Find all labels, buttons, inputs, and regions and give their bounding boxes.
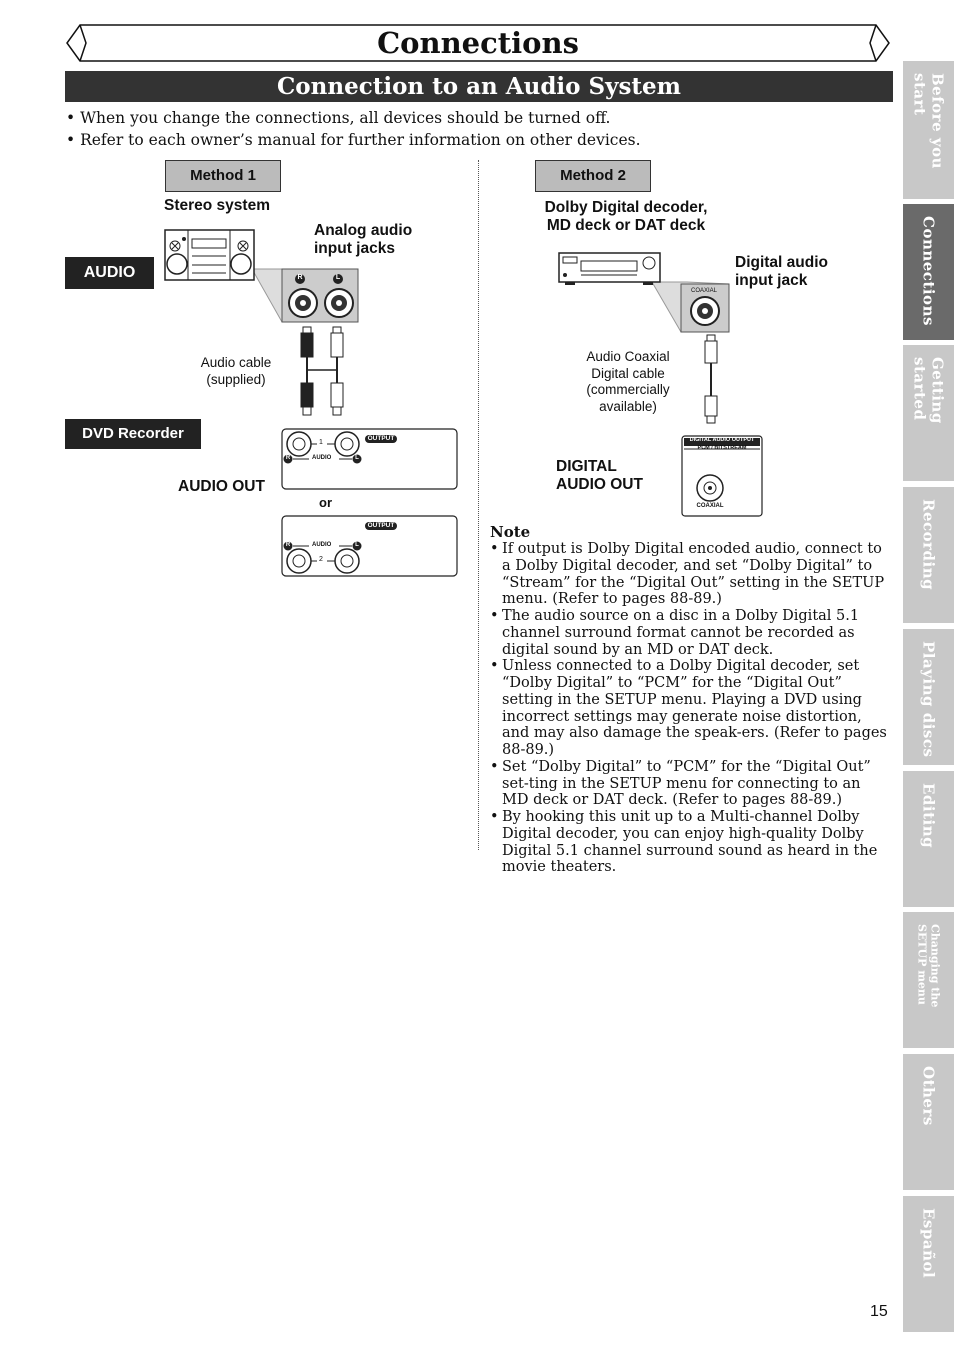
dvd-recorder-badge: DVD Recorder xyxy=(65,419,201,449)
audio-badge: AUDIO xyxy=(65,257,154,289)
panel1-audio-label: AUDIO xyxy=(312,455,332,461)
panel1-jack-r: R xyxy=(285,455,291,461)
coaxial-cable-icon xyxy=(704,334,718,424)
panel1-channel-number: 1 xyxy=(319,439,323,446)
column-divider xyxy=(478,160,479,850)
note-item: Unless connected to a Dolby Digital deco… xyxy=(490,658,890,759)
side-tab-before-you-start[interactable]: Before you start xyxy=(903,61,954,199)
intro-bullet: • When you change the connections, all d… xyxy=(66,109,611,127)
side-tab-editing[interactable]: Editing xyxy=(903,771,954,907)
or-label: or xyxy=(319,495,332,510)
side-tab-playing-discs[interactable]: Playing discs xyxy=(903,629,954,765)
digital-input-jack-label: Digital audio input jack xyxy=(735,254,828,289)
side-tab-connections[interactable]: Connections xyxy=(903,204,954,340)
side-tab-recording[interactable]: Recording xyxy=(903,487,954,623)
panel1-jack-l: L xyxy=(355,455,359,461)
panel2-jack-r: R xyxy=(285,542,291,548)
decoder-label: Dolby Digital decoder, MD deck or DAT de… xyxy=(544,199,708,234)
side-tab-changing-setup-menu[interactable]: Changing the SETUP menu xyxy=(903,912,954,1048)
note-item: Set “Dolby Digital” to “PCM” for the “Di… xyxy=(490,759,890,809)
audio-output-panel-2 xyxy=(281,515,458,577)
panel2-channel-number: 2 xyxy=(319,556,323,563)
note-item: By hooking this unit up to a Multi-chann… xyxy=(490,809,890,876)
jack-l-label: L xyxy=(335,274,341,281)
intro-bullet: • Refer to each owner’s manual for furth… xyxy=(66,131,641,149)
stereo-system-label: Stereo system xyxy=(164,197,270,214)
jack-r-label: R xyxy=(297,274,303,281)
intro-bullets: • When you change the connections, all d… xyxy=(66,107,641,151)
page-number: 15 xyxy=(870,1303,888,1320)
side-tab-getting-started[interactable]: Getting started xyxy=(903,345,954,481)
panel2-output-label: OUTPUT xyxy=(367,522,395,529)
side-tab-others[interactable]: Others xyxy=(903,1054,954,1190)
coaxial-cable-label: Audio Coaxial Digital cable (commerciall… xyxy=(586,349,670,414)
panel1-output-label: OUTPUT xyxy=(367,435,395,442)
page-title: Connections xyxy=(377,26,579,60)
panel2-audio-label: AUDIO xyxy=(312,542,332,548)
audio-cable-label: Audio cable (supplied) xyxy=(200,355,272,387)
digital-panel-coaxial: COAXIAL xyxy=(696,503,724,509)
note-item: The audio source on a disc in a Dolby Di… xyxy=(490,608,890,658)
title-banner-frame xyxy=(66,24,890,62)
note-item: If output is Dolby Digital encoded audio… xyxy=(490,541,890,608)
coaxial-small-label: COAXIAL xyxy=(690,288,717,294)
audio-out-label: AUDIO OUT xyxy=(178,478,265,495)
panel2-jack-l: L xyxy=(355,542,359,548)
method1-label: Method 1 xyxy=(165,160,281,192)
digital-panel-header: DIGITAL AUDIO OUTPUT PCM / BITSTREAM xyxy=(689,437,755,451)
note-list: If output is Dolby Digital encoded audio… xyxy=(490,541,890,876)
audio-cable-icon xyxy=(300,326,344,416)
analog-input-jacks-label: Analog audio input jacks xyxy=(314,222,413,257)
audio-output-panel-1 xyxy=(281,428,458,490)
digital-output-panel xyxy=(681,435,763,517)
digital-audio-out-label: DIGITAL AUDIO OUT xyxy=(556,458,643,493)
note-title: Note xyxy=(490,523,531,541)
side-tab-espanol[interactable]: Español xyxy=(903,1196,954,1332)
stereo-system-icon xyxy=(164,229,359,323)
decoder-deck-icon xyxy=(558,252,730,333)
method2-label: Method 2 xyxy=(535,160,651,192)
section-title: Connection to an Audio System xyxy=(65,71,893,102)
